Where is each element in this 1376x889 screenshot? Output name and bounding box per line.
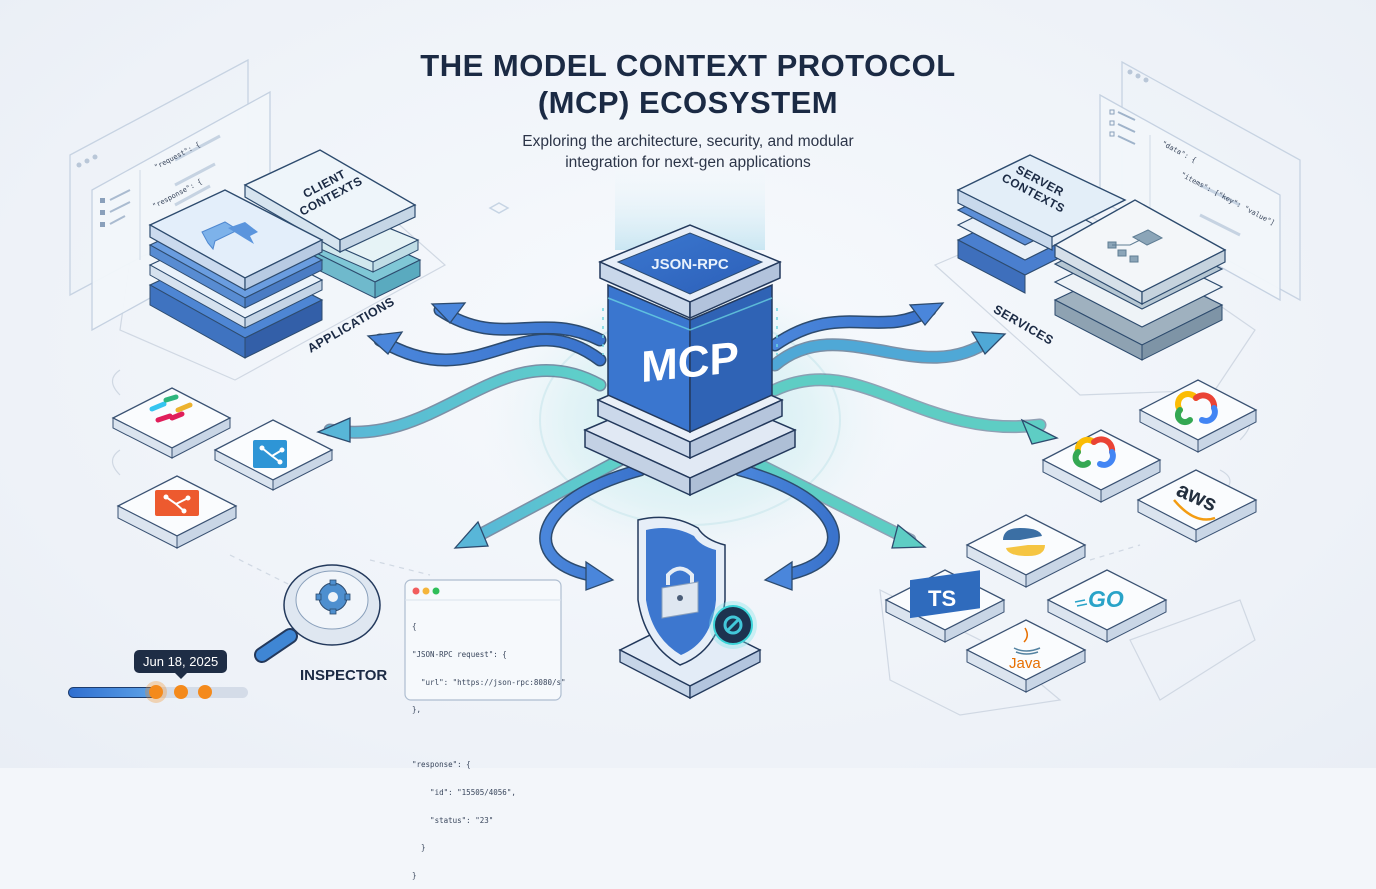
small-diamond-marker [488, 202, 510, 214]
git-icon-blue [253, 440, 287, 468]
code-line [412, 733, 566, 742]
subtitle-line2: integration for next-gen applications [565, 154, 811, 171]
timeline-marker-active[interactable] [149, 685, 163, 699]
arrowheads-right [763, 302, 1059, 591]
slack-tile [111, 387, 232, 459]
go-tile [1046, 569, 1168, 643]
typescript-icon [910, 570, 980, 619]
git-icon-red [155, 490, 199, 516]
code-line: } [412, 843, 426, 853]
google-cloud-icon [1072, 436, 1116, 468]
flow-arrows-right [733, 303, 1047, 582]
date-tooltip: Jun 18, 2025 [134, 650, 228, 679]
google-cloud-icon [1174, 391, 1218, 426]
server-contexts-stack [956, 154, 1127, 294]
code-line: "id": "15505/4056", [412, 788, 516, 798]
security-shield [618, 516, 762, 700]
code-line: }, [412, 705, 422, 715]
code-line: "response": { [412, 760, 471, 770]
git-tile-blue [213, 419, 334, 491]
inspector-code-block: { "JSON-RPC request": { "url": "https://… [412, 604, 566, 889]
arrowheads-left [316, 302, 615, 591]
python-tile [965, 514, 1087, 588]
typescript-icon-text: TS [928, 586, 957, 611]
timeline-marker[interactable] [174, 685, 188, 699]
timeline-marker[interactable] [198, 685, 212, 699]
flow-arrows-left [323, 303, 647, 582]
python-icon [1003, 528, 1045, 556]
code-line: "JSON-RPC request": { [412, 650, 507, 660]
service-tiles [884, 379, 1258, 693]
app-tiles [111, 387, 334, 549]
go-speed-lines-icon [1074, 599, 1088, 607]
page-title-line1: THE MODEL CONTEXT PROTOCOL [420, 48, 956, 83]
typescript-tile [884, 569, 1006, 643]
slack-icon [149, 394, 193, 423]
code-line: { [412, 622, 417, 632]
gear-icon [315, 579, 351, 615]
go-icon: GO [1088, 586, 1124, 612]
page-title-line2: (MCP) ECOSYSTEM [537, 85, 839, 120]
aws-smile-icon [1173, 499, 1216, 521]
aws-tile [1136, 469, 1258, 543]
chat-bubbles-icon [201, 221, 258, 251]
code-line: } [412, 870, 417, 880]
code-line: "url": "https://json-rpc:8080/s" [412, 677, 566, 687]
hierarchy-icon [1107, 229, 1164, 263]
padlock-icon [661, 566, 699, 619]
inspector-magnifier-icon [254, 564, 381, 663]
git-tile-red [116, 475, 238, 549]
inspector-label: INSPECTOR [300, 667, 388, 684]
mcp-core-server [583, 224, 797, 497]
subtitle-line1: Exploring the architecture, security, an… [522, 133, 854, 150]
services-stack [1053, 199, 1227, 361]
gcloud-tile-1 [1138, 379, 1258, 453]
java-icon: Java [1009, 655, 1041, 672]
gcloud-tile-2 [1041, 429, 1162, 503]
applications-stack [148, 189, 324, 359]
inspector-code-window [404, 579, 562, 701]
core-top-label: JSON-RPC [651, 256, 729, 273]
diagram-graphics [69, 58, 1301, 716]
oauth-badge-icon [709, 601, 757, 649]
code-line: "status": "23" [412, 815, 494, 825]
java-tile [965, 619, 1087, 693]
java-cup-icon [1013, 627, 1041, 655]
timeline-slider[interactable] [68, 685, 248, 699]
timeline-slider-fill [68, 687, 158, 698]
